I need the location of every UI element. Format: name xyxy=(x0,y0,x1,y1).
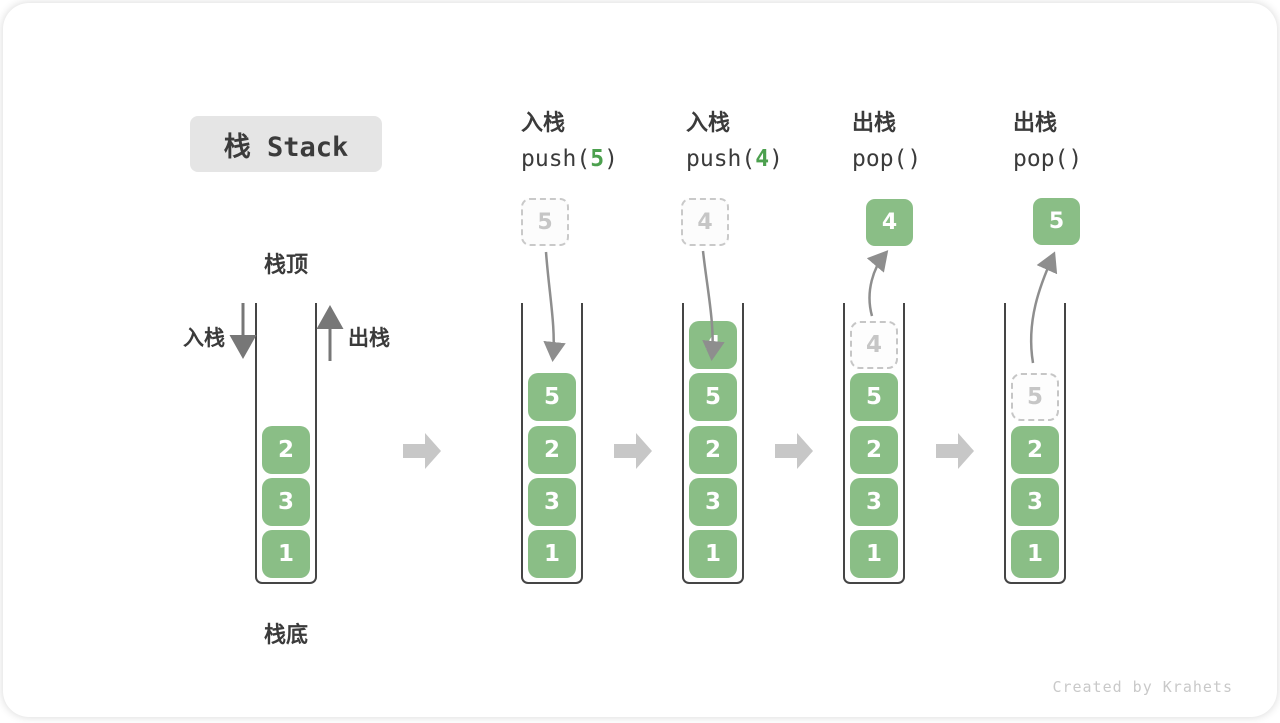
code-pre: push( xyxy=(521,146,590,172)
element-value: 5 xyxy=(537,210,552,235)
op-label: 出栈 xyxy=(852,109,921,137)
step-header-pop5: 出栈 pop() xyxy=(1013,109,1082,173)
op-code: pop() xyxy=(1013,145,1082,173)
code-post: ) xyxy=(907,146,921,172)
stack-item: 1 xyxy=(262,530,310,578)
pop-side-label: 出栈 xyxy=(344,322,394,352)
stack-item: 3 xyxy=(1011,478,1059,526)
title-text: 栈 Stack xyxy=(224,125,349,164)
element-value: 5 xyxy=(1049,209,1064,234)
op-code: push(5) xyxy=(521,145,618,173)
stack-item: 2 xyxy=(262,426,310,474)
stack-item-ghost: 4 xyxy=(850,321,898,369)
element-value: 4 xyxy=(882,210,897,235)
stack-item: 2 xyxy=(689,426,737,474)
step-transition-arrow xyxy=(775,433,813,469)
popped-element-box: 4 xyxy=(866,199,913,246)
stack-item: 3 xyxy=(850,478,898,526)
element-value: 4 xyxy=(697,210,712,235)
stack-item: 1 xyxy=(1011,530,1059,578)
step-header-push5: 入栈 push(5) xyxy=(521,109,618,173)
incoming-element-box: 4 xyxy=(681,198,729,246)
arrows-layer xyxy=(3,3,1280,723)
stack-item: 4 xyxy=(689,321,737,369)
stack-container-pop4: 4 5 2 3 1 xyxy=(843,303,905,584)
op-code: push(4) xyxy=(686,145,783,173)
op-code: pop() xyxy=(852,145,921,173)
code-arg: 4 xyxy=(755,146,769,172)
credit-text: Created by Krahets xyxy=(1052,678,1233,696)
code-post: ) xyxy=(1068,146,1082,172)
op-label: 入栈 xyxy=(686,109,783,137)
code-pre: push( xyxy=(686,146,755,172)
stack-item: 5 xyxy=(689,373,737,421)
stack-container-push5: 5 2 3 1 xyxy=(521,303,583,584)
incoming-element-box: 5 xyxy=(521,198,569,246)
code-pre: pop( xyxy=(852,146,907,172)
stack-item: 3 xyxy=(689,478,737,526)
code-arg: 5 xyxy=(590,146,604,172)
stack-item: 5 xyxy=(850,373,898,421)
stack-item: 1 xyxy=(689,530,737,578)
stack-item: 3 xyxy=(528,478,576,526)
step-transition-arrow xyxy=(936,433,974,469)
stack-item: 5 xyxy=(528,373,576,421)
stack-item: 2 xyxy=(1011,426,1059,474)
stack-item: 3 xyxy=(262,478,310,526)
stack-item-ghost: 5 xyxy=(1011,373,1059,421)
code-pre: pop( xyxy=(1013,146,1068,172)
op-label: 入栈 xyxy=(521,109,618,137)
stack-container-initial: 2 3 1 xyxy=(255,303,317,584)
stack-item: 2 xyxy=(850,426,898,474)
step-transition-arrow xyxy=(403,433,441,469)
diagram-card: 栈 Stack 栈顶 栈底 入栈 出栈 入栈 push(5) 入栈 push(4… xyxy=(3,3,1277,717)
title-badge: 栈 Stack xyxy=(190,116,382,172)
stack-item: 1 xyxy=(850,530,898,578)
code-post: ) xyxy=(604,146,618,172)
stack-item: 1 xyxy=(528,530,576,578)
push-side-label: 入栈 xyxy=(179,322,229,352)
step-transition-arrow xyxy=(614,433,652,469)
stack-container-pop5: 5 2 3 1 xyxy=(1004,303,1066,584)
stack-container-push4: 4 5 2 3 1 xyxy=(682,303,744,584)
step-header-push4: 入栈 push(4) xyxy=(686,109,783,173)
stack-item: 2 xyxy=(528,426,576,474)
step-header-pop4: 出栈 pop() xyxy=(852,109,921,173)
stack-bottom-label: 栈底 xyxy=(236,617,336,649)
stack-top-label: 栈顶 xyxy=(236,247,336,279)
op-label: 出栈 xyxy=(1013,109,1082,137)
popped-element-box: 5 xyxy=(1033,198,1080,245)
code-post: ) xyxy=(769,146,783,172)
